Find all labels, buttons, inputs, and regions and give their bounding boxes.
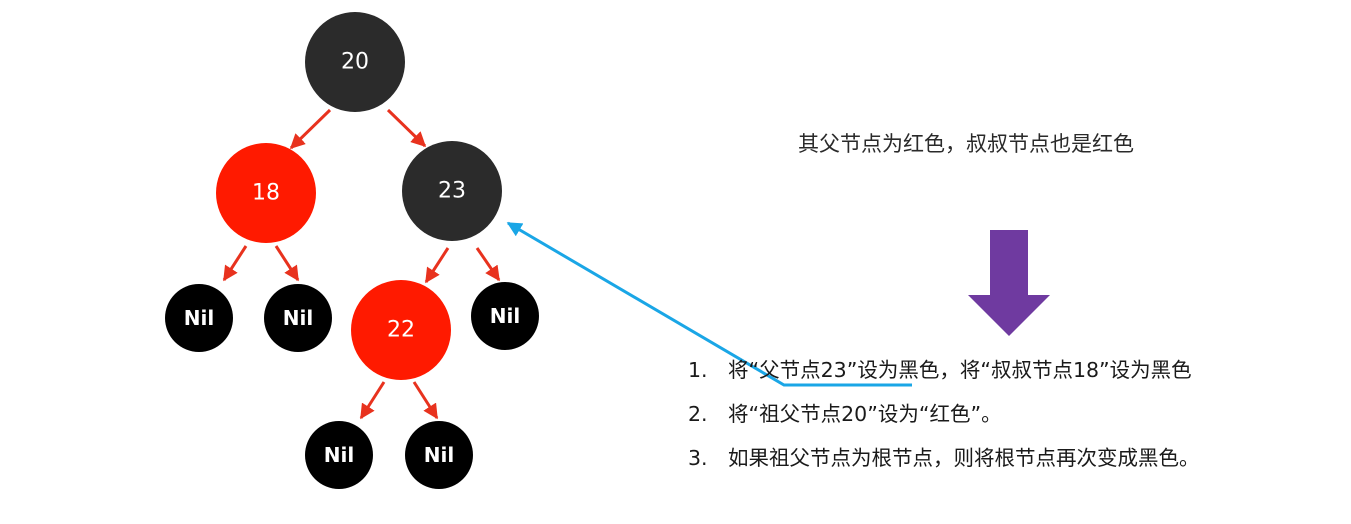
nil-label: Nil xyxy=(283,306,313,330)
step-text: 将“父节点23”设为黑色，将“叔叔节点18”设为黑色 xyxy=(728,358,1192,382)
edge-22-nil xyxy=(412,381,439,420)
edge-20-23 xyxy=(386,108,427,148)
down-arrow-icon xyxy=(968,230,1050,336)
nil-label: Nil xyxy=(184,306,214,330)
step-number: 1. xyxy=(688,358,708,382)
step-number: 2. xyxy=(688,402,708,426)
edge-22-nil xyxy=(359,381,386,420)
edge-18-nil xyxy=(274,245,300,282)
node-23: 23 xyxy=(402,141,502,241)
node-18: 18 xyxy=(216,143,316,243)
nil-node: Nil xyxy=(264,284,332,352)
condition-note: 其父节点为红色，叔叔节点也是红色 xyxy=(798,132,1134,156)
edge-20-18 xyxy=(289,108,332,150)
steps-list: 1. 将“父节点23”设为黑色，将“叔叔节点18”设为黑色 2. 将“祖父节点20”… xyxy=(688,352,1200,484)
step-item: 2. 将“祖父节点20”设为“红色”。 xyxy=(688,396,1200,440)
node-22-label: 22 xyxy=(387,318,415,343)
step-item: 1. 将“父节点23”设为黑色，将“叔叔节点18”设为黑色 xyxy=(688,352,1200,396)
node-20-label: 20 xyxy=(341,50,369,75)
node-20: 20 xyxy=(305,12,405,112)
nil-node: Nil xyxy=(305,421,373,489)
edge-18-nil xyxy=(222,245,248,282)
nil-node: Nil xyxy=(471,282,539,350)
edge-23-nil xyxy=(475,247,501,282)
node-18-label: 18 xyxy=(252,181,280,206)
nil-label: Nil xyxy=(490,304,520,328)
tree-edges xyxy=(222,108,501,420)
edge-23-22 xyxy=(424,247,450,284)
node-23-label: 23 xyxy=(438,179,466,204)
step-number: 3. xyxy=(688,446,708,470)
pointer-line xyxy=(506,221,912,387)
step-text: 如果祖父节点为根节点，则将根节点再次变成黑色。 xyxy=(728,446,1200,470)
node-22: 22 xyxy=(351,280,451,380)
nil-node: Nil xyxy=(405,421,473,489)
step-item: 3. 如果祖父节点为根节点，则将根节点再次变成黑色。 xyxy=(688,440,1200,484)
nil-label: Nil xyxy=(424,443,454,467)
nil-label: Nil xyxy=(324,443,354,467)
step-text: 将“祖父节点20”设为“红色”。 xyxy=(728,402,1002,426)
nil-node: Nil xyxy=(165,284,233,352)
